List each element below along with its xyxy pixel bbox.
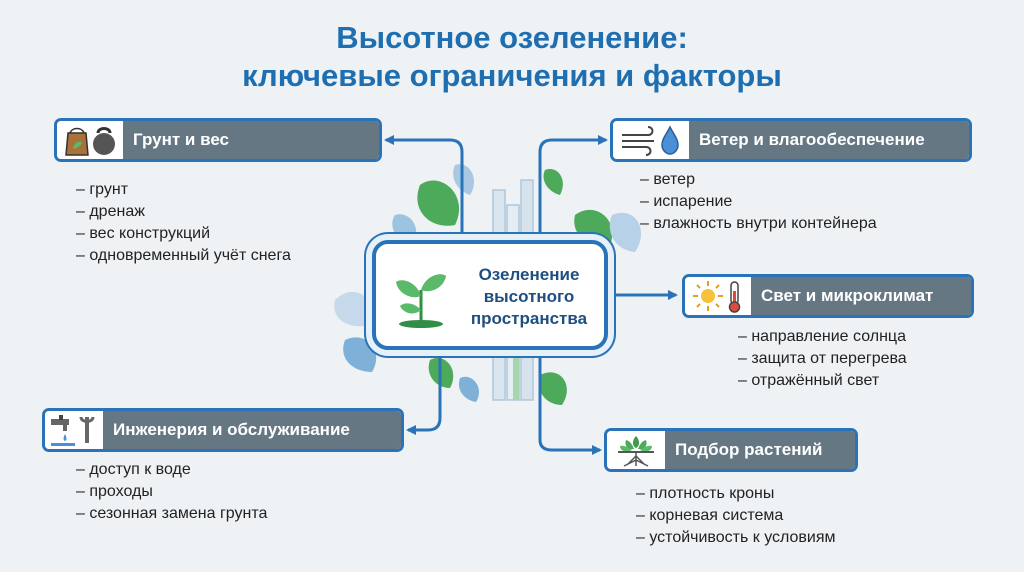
node-plant-selection-list: – плотность кроны – корневая система – у…: [636, 483, 836, 549]
node-soil-weight-list: – грунт – дренаж – вес конструкций – одн…: [76, 179, 291, 267]
node-plant-selection: Подбор растений: [604, 428, 858, 472]
node-engineering-maintenance-label: Инженерия и обслуживание: [103, 411, 401, 449]
diagram-title-line1: Высотное озеленение:: [336, 20, 688, 55]
list-item: – плотность кроны: [636, 485, 775, 502]
node-engineering-maintenance: Инженерия и обслуживание: [42, 408, 404, 452]
center-label: Озеленение высотного пространства: [454, 264, 604, 330]
decorative-leaves: [334, 164, 642, 405]
list-item: – одновременный учёт снега: [76, 247, 291, 264]
list-item: – проходы: [76, 483, 153, 500]
node-wind-water-list: – ветер – испарение – влажность внутри к…: [640, 169, 877, 235]
node-wind-water-label: Ветер и влагообеспечение: [689, 121, 969, 159]
list-item: – сезонная замена грунта: [76, 505, 268, 522]
node-light-microclimate-label: Свет и микроклимат: [751, 277, 971, 315]
soil-bag-weight-icon: [57, 121, 123, 159]
list-item: – вес конструкций: [76, 225, 211, 242]
list-item: – защита от перегрева: [738, 350, 907, 367]
sprout-icon: [396, 274, 446, 328]
node-soil-weight: Грунт и вес: [54, 118, 382, 162]
connector-plants: [538, 350, 602, 455]
tap-wrench-icon: [45, 411, 103, 449]
list-item: – отражённый свет: [738, 372, 880, 389]
list-item: – доступ к воде: [76, 461, 191, 478]
connector-engineering: [406, 350, 442, 435]
node-wind-water: Ветер и влагообеспечение: [610, 118, 972, 162]
connector-soil: [384, 135, 464, 240]
node-light-microclimate: Свет и микроклимат: [682, 274, 974, 318]
node-light-microclimate-list: – направление солнца – защита от перегре…: [738, 326, 907, 392]
node-engineering-maintenance-list: – доступ к воде – проходы – сезонная зам…: [76, 459, 267, 525]
list-item: – испарение: [640, 193, 733, 210]
list-item: – влажность внутри контейнера: [640, 215, 877, 232]
wind-water-drop-icon: [613, 121, 689, 159]
list-item: – направление солнца: [738, 328, 906, 345]
diagram-title-line2: ключевые ограничения и факторы: [242, 58, 782, 93]
center-node: Озеленение высотного пространства: [372, 240, 608, 350]
node-soil-weight-label: Грунт и вес: [123, 121, 379, 159]
list-item: – грунт: [76, 181, 129, 198]
center-label-line1: Озеленение: [478, 265, 580, 284]
connectors: [384, 135, 678, 455]
sun-thermometer-icon: [685, 277, 751, 315]
node-plant-selection-label: Подбор растений: [665, 431, 855, 469]
connector-wind: [538, 135, 608, 240]
center-label-line2: высотного: [483, 287, 575, 306]
list-item: – дренаж: [76, 203, 145, 220]
list-item: – ветер: [640, 171, 695, 188]
list-item: – устойчивость к условиям: [636, 529, 836, 546]
center-label-line3: пространства: [470, 309, 588, 328]
list-item: – корневая система: [636, 507, 784, 524]
plant-roots-icon: [607, 431, 665, 469]
